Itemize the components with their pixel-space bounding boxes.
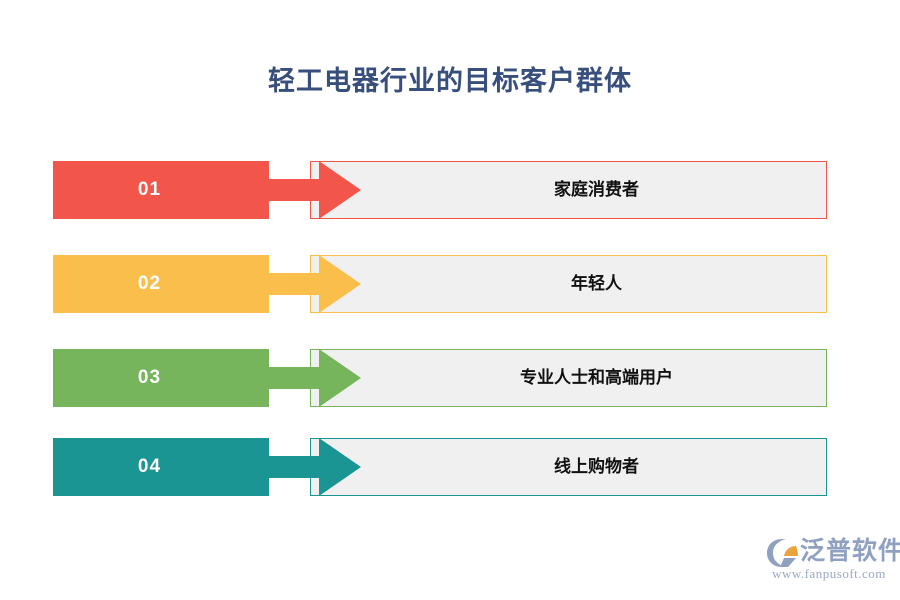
description-panel: 线上购物者	[310, 438, 827, 496]
item-number: 01	[137, 179, 162, 200]
item-label: 专业人士和高端用户	[520, 368, 673, 387]
item-label: 年轻人	[571, 274, 622, 293]
fanpusoft-logo-icon	[766, 538, 800, 568]
number-block: 03	[53, 349, 269, 407]
item-number: 04	[137, 456, 162, 477]
number-block: 01	[53, 161, 269, 219]
item-number: 02	[137, 273, 162, 294]
item-label: 家庭消费者	[554, 180, 639, 199]
logo-url: www.fanpusoft.com	[772, 566, 886, 581]
item-number: 03	[137, 367, 162, 388]
list-item: 线上购物者 04	[0, 433, 900, 501]
description-panel: 年轻人	[310, 255, 827, 313]
item-label: 线上购物者	[554, 457, 639, 476]
description-panel: 家庭消费者	[310, 161, 827, 219]
page-title: 轻工电器行业的目标客户群体	[268, 66, 632, 96]
number-block: 02	[53, 255, 269, 313]
logo-wordmark: 泛普软件	[800, 537, 900, 565]
number-block: 04	[53, 438, 269, 496]
list-item: 专业人士和高端用户 03	[0, 344, 900, 412]
description-panel: 专业人士和高端用户	[310, 349, 827, 407]
list-item: 年轻人 02	[0, 250, 900, 318]
company-logo: 泛普软件 www.fanpusoft.com	[766, 536, 900, 586]
list-item: 家庭消费者 01	[0, 156, 900, 224]
